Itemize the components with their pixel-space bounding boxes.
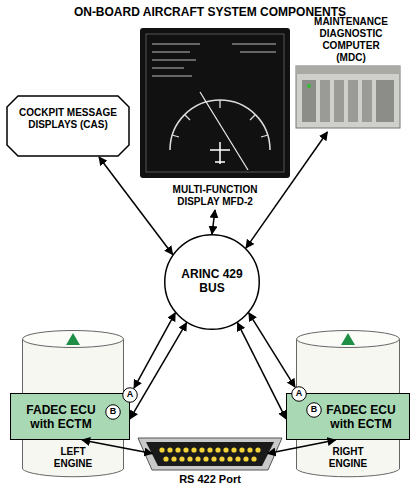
connector-pin [179, 456, 184, 461]
node-label: A [122, 389, 138, 400]
circle-outline [106, 405, 121, 420]
node-label: B [105, 406, 121, 417]
channel-circle: B [105, 404, 121, 420]
mfd-panel [140, 28, 290, 178]
bus-connector [82, 440, 152, 454]
connector-shell [138, 438, 282, 470]
mdc-slot [376, 80, 394, 122]
mdc-case [296, 66, 400, 128]
bus-connector [249, 313, 295, 387]
mdc-slot [302, 80, 316, 122]
mfd-compass-ticks [172, 100, 268, 137]
connector-pin [207, 447, 212, 452]
connector-pin [235, 456, 240, 461]
connector-pins [159, 447, 260, 461]
node-label: MAINTENANCE DIAGNOSTIC COMPUTER (MDC) [307, 16, 395, 64]
chamfered-outline [7, 96, 129, 156]
connector-pin [223, 447, 228, 452]
connector-pin [227, 456, 232, 461]
fadec-box: FADEC ECU with ECTMAB [10, 393, 130, 440]
bus-connector [268, 440, 336, 454]
connector-pin [199, 447, 204, 452]
bus-connector [134, 313, 175, 388]
connector-pin [239, 447, 244, 452]
connector-pin [183, 447, 188, 452]
engine-marker-triangle [341, 333, 355, 345]
mfd-bezel [140, 28, 290, 178]
node-label: LEFT ENGINE [43, 446, 103, 470]
fadec-box: FADEC ECU with ECTMAB [286, 393, 410, 440]
connector-pin [255, 447, 260, 452]
cylinder-top [297, 331, 400, 348]
display-unit: MULTI-FUNCTION DISPLAY MFD-2 [140, 28, 290, 210]
mdc-computer [296, 66, 400, 128]
mdc-top-strip [296, 66, 400, 74]
mdc-led [307, 84, 311, 88]
mfd-data-lines [152, 44, 200, 76]
node-label: RIGHT ENGINE [318, 446, 378, 470]
message-display-box: COCKPIT MESSAGE DISPLAYS (CAS) [6, 95, 130, 157]
connector-pin [215, 447, 220, 452]
mfd-screen [146, 34, 284, 172]
connector-pin [175, 447, 180, 452]
node-label: COCKPIT MESSAGE DISPLAYS (CAS) [8, 107, 128, 131]
connector-pin [167, 447, 172, 452]
mfd-data-lines [232, 44, 276, 52]
engine-cylinder: LEFT ENGINEFADEC ECU with ECTMAB [22, 330, 124, 478]
connector-insert [146, 442, 274, 466]
bus-connector [130, 323, 187, 419]
connector-pin [251, 456, 256, 461]
connector-pin [247, 447, 252, 452]
circle-outline [165, 235, 260, 330]
bus-connector [246, 132, 327, 248]
port-connector: RS 422 Port [138, 438, 282, 490]
mdc-slot [348, 80, 358, 122]
mdc-slot [362, 80, 372, 122]
connector-pin [195, 456, 200, 461]
bus-connector [212, 210, 215, 234]
node-label: ARINC 429 BUS [174, 267, 250, 296]
connector-pin [243, 456, 248, 461]
cylinder-top [23, 331, 124, 348]
rs422-connector [138, 438, 282, 470]
node-label: B [306, 404, 322, 415]
connector-pin [187, 456, 192, 461]
mdc-slot [320, 80, 330, 122]
channel-circle: A [122, 387, 138, 403]
bus-connector [99, 157, 173, 254]
connector-pin [171, 456, 176, 461]
connector-pin [211, 456, 216, 461]
mfd-course-line [200, 92, 248, 170]
node-label: FADEC ECU with ECTM [313, 403, 409, 432]
mdc-slot [334, 80, 344, 122]
bus-connector [237, 323, 286, 419]
connector-pin [191, 447, 196, 452]
connector-pin [203, 456, 208, 461]
channel-circle: B [306, 402, 322, 418]
node-label: MULTI-FUNCTION DISPLAY MFD-2 [163, 184, 267, 208]
node-label: A [291, 388, 307, 399]
bus-circle: ARINC 429 BUS [164, 234, 260, 330]
connector-pin [159, 447, 164, 452]
circle-outline [123, 388, 138, 403]
computer-unit: MAINTENANCE DIAGNOSTIC COMPUTER (MDC) [292, 16, 410, 132]
circle-outline [292, 387, 307, 402]
node-label: FADEC ECU with ECTM [13, 403, 109, 432]
channel-circle: A [291, 386, 307, 402]
mfd-aircraft-symbol [210, 142, 230, 164]
circle-outline [307, 403, 322, 418]
node-label: RS 422 Port [138, 473, 282, 486]
connector-pin [219, 456, 224, 461]
connector-pin [163, 456, 168, 461]
engine-marker-triangle [66, 333, 80, 345]
connector-pin [231, 447, 236, 452]
engine-cylinder: RIGHT ENGINEFADEC ECU with ECTMAB [296, 330, 400, 478]
